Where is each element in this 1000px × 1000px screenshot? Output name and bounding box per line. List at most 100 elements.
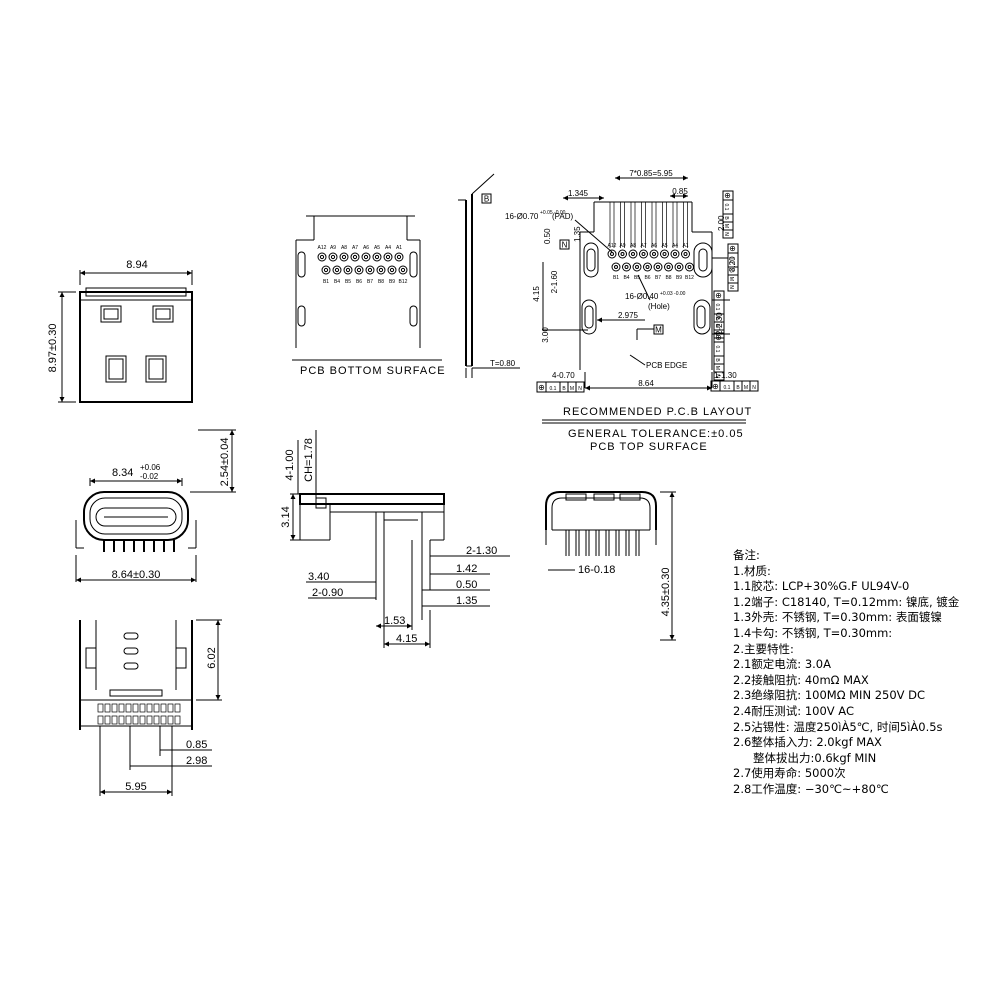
fcf-cell: N — [728, 285, 734, 289]
pcb-bottom-hole — [356, 267, 362, 273]
profile-d153: 1.53 — [384, 615, 405, 627]
layout-dim-pad: 16-Ø0.70 — [505, 212, 539, 221]
layout-dim-1345: 1.345 — [568, 189, 589, 198]
profile-d415: 4.15 — [396, 633, 417, 645]
layout-pin-label: B8 — [665, 275, 671, 281]
layout-hole — [687, 265, 692, 269]
layout-pin-label: A4 — [672, 243, 678, 249]
pcb-bottom-pin-label: A5 — [374, 245, 380, 251]
fcf-cell: N — [578, 386, 582, 392]
pcb-bottom-hole — [363, 254, 369, 260]
top-width-label: 8.94 — [126, 259, 147, 271]
layout-dim-1-130: 1-1.30 — [714, 371, 737, 380]
layout-dim-050: 0.50 — [543, 228, 552, 244]
layout-pcb-edge: PCB EDGE — [646, 361, 687, 370]
layout-pin-label: B1 — [613, 275, 619, 281]
pcb-bottom-pad — [361, 252, 371, 262]
note-line: 1.材质: — [733, 563, 771, 578]
layout-hole — [641, 252, 646, 256]
layout-pad — [653, 262, 663, 272]
layout-hole — [666, 265, 671, 269]
top-height-label: 8.97±0.30 — [47, 324, 59, 373]
layout-dim-4-070: 4-0.70 — [552, 371, 575, 380]
plan-pin — [97, 715, 104, 725]
plan-pin — [167, 715, 174, 725]
layout-dim-415: 4.15 — [532, 286, 541, 302]
note-line: 1.4卡勾: 不锈钢, T=0.30mm: — [733, 625, 893, 640]
layout-pad — [632, 262, 642, 272]
pcb-bottom-pin-label: A8 — [341, 245, 347, 251]
plan-pin — [118, 703, 125, 713]
fcf-cell: 0.1 — [550, 386, 557, 392]
profile-d340: 3.40 — [308, 571, 329, 583]
layout-pin-label: A9 — [619, 243, 625, 249]
note-line: 2.6整体插入力: 2.0kgf MAX — [733, 735, 882, 750]
fcf-cell: 0.1 — [728, 257, 734, 264]
layout-pad — [607, 249, 617, 259]
pcb-bottom-hole — [367, 267, 373, 273]
note-line: 2.7使用寿命: 5000次 — [733, 766, 846, 781]
plan-pin — [125, 703, 132, 713]
layout-caption-1: RECOMMENDED P.C.B LAYOUT — [563, 406, 752, 418]
note-line: 2.8工作温度: −30℃~+80℃ — [733, 781, 889, 796]
layout-pad — [664, 262, 673, 272]
fcf-cell: M — [570, 386, 574, 392]
note-line: 2.2接触阻抗: 40mΩ MAX — [733, 672, 869, 687]
front-w864: 8.64±0.30 — [112, 569, 161, 581]
plan-pin — [132, 703, 139, 713]
plan-pin — [146, 703, 153, 713]
fcf-position-symbol: ⊕ — [728, 245, 737, 252]
fcf-cell: 0.1 — [724, 385, 731, 391]
pcb-bottom-hole — [400, 267, 406, 273]
layout-pin-label: B12 — [685, 275, 694, 281]
fcf-cell: B — [714, 358, 720, 362]
pcb-bottom-pad — [354, 265, 364, 275]
layout-pad — [639, 249, 648, 259]
layout-caption-2: GENERAL TOLERANCE:±0.05 — [568, 428, 744, 440]
profile-d142: 1.42 — [456, 563, 477, 575]
layout-dim-2975: 2.975 — [618, 311, 639, 320]
plan-pin — [153, 703, 160, 713]
rear-d16-018: 16-0.18 — [578, 564, 615, 576]
layout-dim-hole-tol: +0.03 -0.00 — [660, 291, 686, 297]
plan-pin — [153, 715, 160, 725]
pcb-bottom-pin-label: B6 — [356, 279, 362, 285]
fcf-position-symbol: ⊕ — [712, 382, 719, 391]
plan-view: 6.02 0.85 2.98 5.95 — [79, 619, 222, 796]
layout-dim-pad-tol: +0.05 -0.00 — [540, 210, 566, 216]
pcb-bottom-pad — [321, 265, 331, 275]
layout-hole — [683, 252, 688, 256]
fcf-cell: 0.1 — [714, 346, 720, 353]
top-view: 8.94 8.97±0.30 — [47, 259, 193, 403]
layout-pad — [628, 249, 638, 259]
layout-hole — [624, 265, 629, 269]
pcb-bottom-pin-label: B7 — [367, 279, 373, 285]
fcf-cell: N — [714, 374, 720, 378]
fcf-cell: M — [728, 277, 734, 281]
pcb-bottom-pin-label: A1 — [396, 245, 402, 251]
pcb-bottom-hole — [323, 267, 329, 273]
note-line: 2.1额定电流: 3.0A — [733, 657, 831, 672]
layout-pad — [670, 249, 680, 259]
plan-pin — [160, 703, 167, 713]
pcb-bottom-pad — [372, 252, 382, 262]
layout-pin-label: A6 — [651, 243, 657, 249]
side-view: B T=0.80 — [458, 173, 520, 378]
pcb-bottom-hole — [378, 267, 384, 273]
fcf-cell: M — [744, 385, 748, 391]
layout-pin-label: A7 — [640, 243, 646, 249]
note-line: 1.3外壳: 不锈钢, T=0.30mm: 表面镀镍 — [733, 610, 942, 625]
pcb-bottom-pin-label: A7 — [352, 245, 358, 251]
layout-dim-085: 0.85 — [672, 187, 688, 196]
plan-pin — [174, 703, 181, 713]
layout-pin-label: A8 — [630, 243, 636, 249]
pcb-bottom-pin-label: A6 — [363, 245, 369, 251]
pcb-bottom-hole — [385, 254, 391, 260]
plan-pin — [118, 715, 125, 725]
pcb-bottom-hole — [341, 254, 347, 260]
pcb-bottom-pin-label: B5 — [345, 279, 351, 285]
